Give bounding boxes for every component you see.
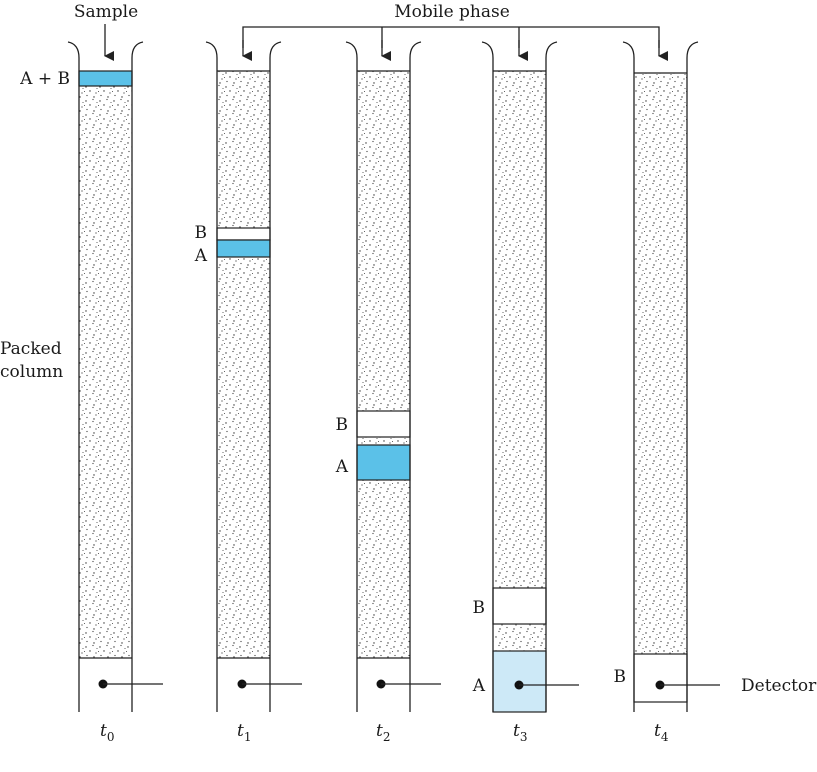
packing-t3 (493, 71, 546, 651)
band-a-label-t1: A (194, 246, 208, 266)
band-b-label-t4: B (614, 667, 627, 687)
band-b-t4-detector (633, 653, 688, 703)
column-wall-left-t3 (481, 41, 494, 712)
column-wall-left-t2 (345, 41, 358, 712)
column-wall-right-t0 (131, 41, 144, 712)
packing-t4 (634, 73, 687, 654)
band-b-label-t3: B (473, 598, 486, 618)
column-wall-right-t4 (686, 41, 699, 712)
band-b-label-t2: B (336, 415, 349, 435)
time-label-t3: t3 (513, 721, 527, 744)
band-a-label-t3: A (472, 676, 486, 696)
band-ab-label: A + B (19, 69, 70, 89)
band-a-label-t2: A (335, 457, 349, 477)
column-wall-right-t2 (409, 41, 422, 712)
column-wall-right-t3 (545, 41, 558, 712)
time-label-t1: t1 (237, 721, 251, 744)
packing-t0 (79, 71, 132, 658)
band-ab-t0 (78, 70, 133, 87)
column-t1 (205, 41, 302, 712)
column-t4 (622, 41, 720, 712)
column-t3 (481, 41, 579, 713)
band-b-t1 (216, 227, 271, 241)
packing-t2 (357, 71, 410, 658)
band-b-t3 (492, 587, 547, 625)
packing-t1 (217, 71, 270, 658)
column-wall-left-t4 (622, 41, 635, 712)
band-b-label-t1: B (195, 223, 208, 243)
packed-column-label-2: column (0, 362, 63, 382)
time-label-t4: t4 (654, 721, 669, 744)
mobile-phase-manifold (242, 26, 660, 48)
sample-label: Sample (74, 2, 138, 22)
column-wall-left-t1 (205, 41, 218, 712)
band-b-t2 (356, 410, 411, 438)
band-a-t1 (216, 239, 271, 258)
column-wall-right-t1 (269, 41, 282, 712)
packed-column-label-1: Packed (0, 339, 62, 359)
column-wall-left-t0 (67, 41, 80, 712)
detector-label: Detector (741, 676, 817, 696)
band-a-t2 (356, 444, 411, 481)
column-t0 (67, 41, 163, 712)
time-label-t2: t2 (376, 721, 390, 744)
mobile-phase-label: Mobile phase (394, 2, 510, 22)
column-t2 (345, 41, 441, 712)
time-label-t0: t0 (100, 721, 114, 744)
